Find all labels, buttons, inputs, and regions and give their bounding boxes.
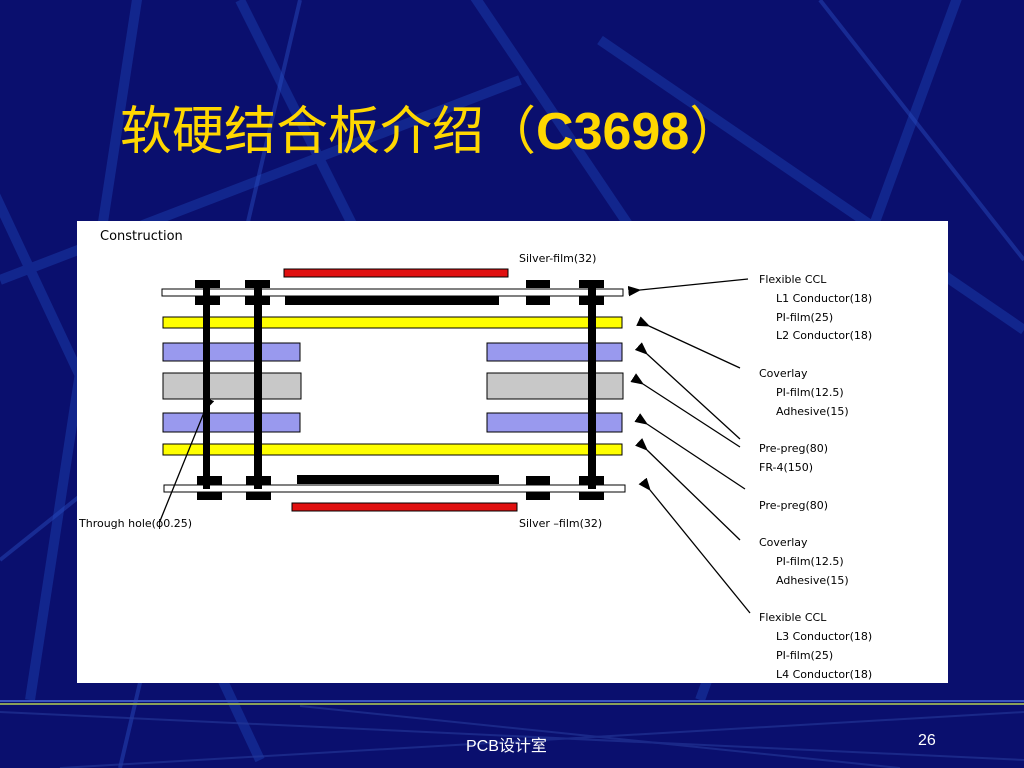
silver-film-top [283,268,509,278]
silver-film-bottom [291,502,518,512]
legend-item: L1 Conductor(18) [776,292,872,305]
legend-group-4: Pre-preg(80) [759,499,828,512]
leader-arrows [159,278,751,614]
coverlay-bottom-right [486,412,623,433]
through-hole-vias [195,280,604,500]
footer-label: PCB设计室 [466,738,547,755]
construction-diagram-panel: Construction [77,221,948,683]
legend-group-6: Flexible CCL [759,611,827,624]
legend-item: Adhesive(15) [776,574,849,587]
legend-group-5: Coverlay [759,536,808,549]
legend-item: PI-film(12.5) [776,555,844,568]
construction-diagram: Construction [78,229,872,681]
legend-item: PI-film(12.5) [776,386,844,399]
legend-item: PI-film(25) [776,649,833,662]
l4-conductor-bottom [297,475,499,484]
layer-legend: Flexible CCL L1 Conductor(18) PI-film(25… [759,273,872,681]
fr4-right [486,372,624,400]
flexible-ccl-bottom [163,484,626,493]
coverlay-top-right [486,342,623,362]
title-end: ） [689,102,742,162]
coverlay-top-left [162,342,301,362]
slide-title: 软硬结合板介绍（C3698） [120,92,920,172]
pi-film-top [162,316,623,329]
silver-film-top-label: Silver-film(32) [519,252,596,265]
through-hole-label: Through hole(ϕ0.25) [78,517,192,530]
coverlay-bottom-left [162,412,301,433]
flexible-ccl-top [161,288,624,297]
diagram-heading: Construction [100,229,183,244]
title-main: 软硬结合板介绍（ [120,102,537,162]
legend-group-2: Coverlay [759,367,808,380]
legend-item: PI-film(25) [776,311,833,324]
legend-item: L4 Conductor(18) [776,668,872,681]
legend-item: L2 Conductor(18) [776,329,872,342]
page-number: 26 [918,732,936,749]
legend-item: Adhesive(15) [776,405,849,418]
title-code: C3698 [536,103,690,161]
legend-group-3: Pre-preg(80) [759,442,828,455]
fr4-left [162,372,302,400]
l1-conductor-top [285,296,499,305]
silver-film-bottom-label: Silver –film(32) [519,517,602,530]
footer-divider-green [0,703,1024,705]
legend-item: L3 Conductor(18) [776,630,872,643]
legend-group-1: Flexible CCL [759,273,827,286]
pi-film-bottom [162,443,623,456]
legend-item: FR-4(150) [759,461,813,474]
footer-divider-blue [0,700,1024,702]
